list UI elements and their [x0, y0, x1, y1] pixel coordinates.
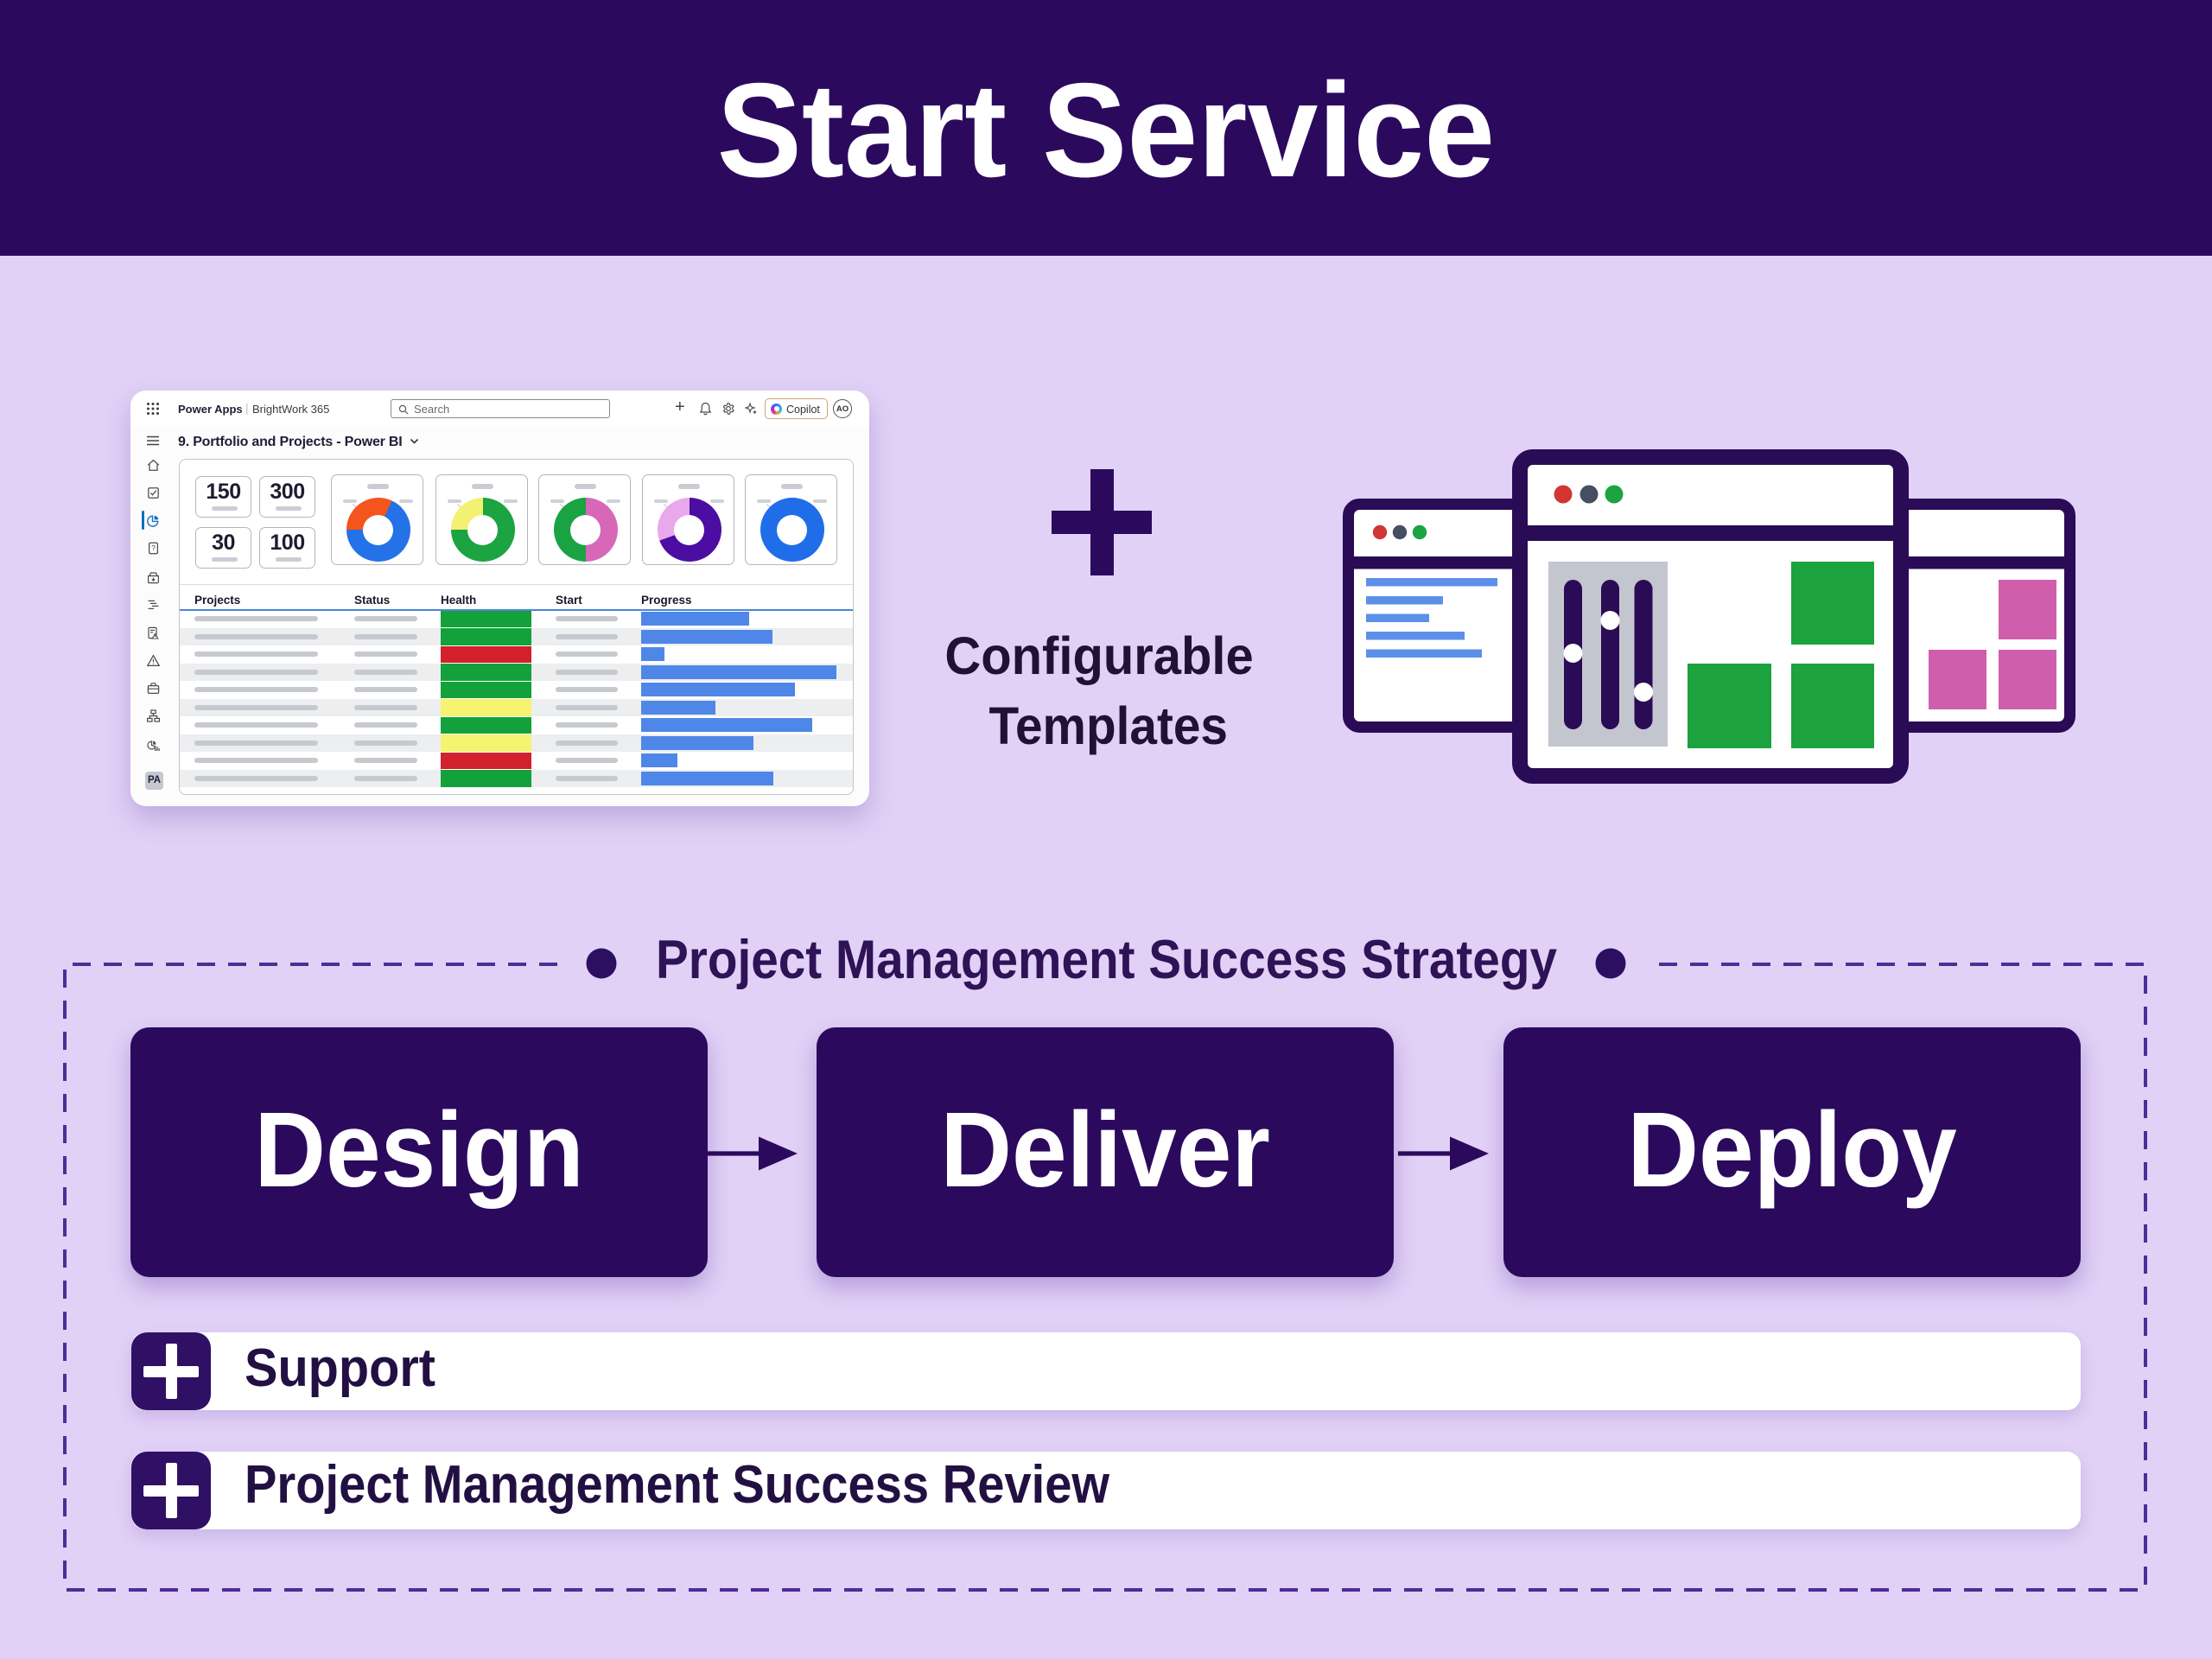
- svg-text:?: ?: [151, 543, 156, 552]
